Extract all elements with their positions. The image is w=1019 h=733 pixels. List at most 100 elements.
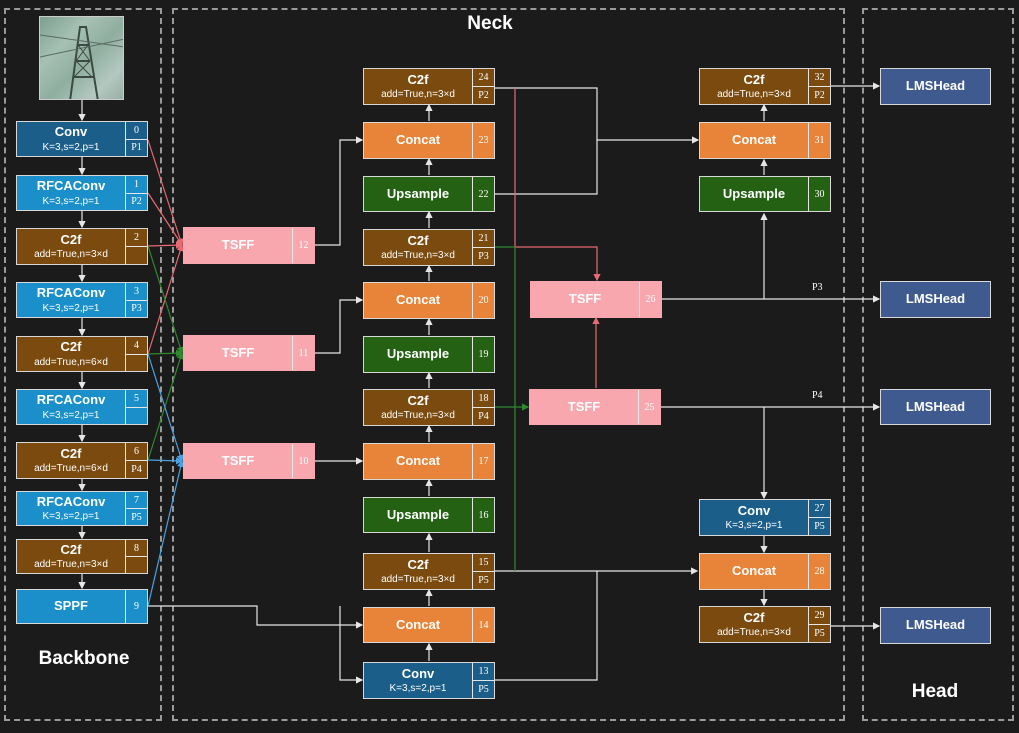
node-index: 28 xyxy=(814,566,825,577)
node-body: Upsample xyxy=(364,337,472,372)
node-title: C2f xyxy=(407,71,429,87)
node-title: Concat xyxy=(395,453,441,469)
p4-label: P4 xyxy=(812,390,823,401)
node-title: C2f xyxy=(743,609,765,625)
node-25-tsff: TSFF 25 xyxy=(529,389,661,425)
wire-12-23 xyxy=(315,136,364,246)
node-body: SPPF xyxy=(17,590,125,623)
node-index: 19 xyxy=(478,349,489,360)
node-title: Concat xyxy=(395,616,441,632)
node-title: RFCAConv xyxy=(36,392,106,408)
node-index-cell: 8 xyxy=(125,540,147,573)
node-index: 16 xyxy=(478,509,489,521)
node-index: 25 xyxy=(644,401,655,413)
wire-13-28 xyxy=(495,571,598,681)
node-title: Concat xyxy=(731,563,777,579)
node-level-tag: P5 xyxy=(473,571,494,589)
node-index: 7 xyxy=(134,494,139,506)
node-index: 23 xyxy=(478,135,489,146)
node-title: Upsample xyxy=(386,346,450,362)
wire-9-14 xyxy=(148,605,364,629)
node-index-cell: 9 xyxy=(125,590,147,623)
node-index: 2 xyxy=(134,232,139,243)
node-title: Upsample xyxy=(722,185,786,201)
node-title: RFCAConv xyxy=(36,285,106,301)
lmshead-block: LMSHead xyxy=(880,281,991,318)
lmshead-block: LMSHead xyxy=(880,389,991,425)
node-level-tag xyxy=(126,353,147,372)
node-index-cell: 16 xyxy=(472,498,494,532)
node-title: Upsample xyxy=(386,185,450,201)
node-index: 27 xyxy=(814,503,825,514)
node-index: 22 xyxy=(478,188,489,200)
node-index-cell: 28 xyxy=(808,554,830,589)
wire-blue-9-10 xyxy=(147,459,185,607)
node-title: Upsample xyxy=(386,506,450,522)
node-level-tag: P3 xyxy=(126,299,147,318)
node-body: Upsample xyxy=(700,177,808,211)
node-level-tag xyxy=(126,406,147,425)
node-index: 3 xyxy=(134,285,139,297)
node-title: Conv xyxy=(737,502,771,518)
node-title: TSFF xyxy=(567,398,601,414)
node-params: add=True,n=3×d xyxy=(34,249,108,261)
node-index: 29 xyxy=(814,610,825,621)
node-22-upsample: Upsample 22 xyxy=(363,176,495,212)
node-params: K=3,s=2,p=1 xyxy=(389,683,447,695)
node-index: 20 xyxy=(478,295,489,306)
node-index-cell: 22 xyxy=(472,177,494,211)
wire-blue-6-10 xyxy=(147,457,184,465)
node-body: LMSHead xyxy=(881,608,990,643)
node-params: K=3,s=2,p=1 xyxy=(42,511,100,523)
node-index: 11 xyxy=(298,347,309,359)
backbone-section xyxy=(4,8,162,721)
node-index: 17 xyxy=(478,456,489,467)
wire-24-31 xyxy=(495,87,700,144)
node-title: C2f xyxy=(407,556,429,572)
node-params: K=3,s=2,p=1 xyxy=(42,141,100,153)
neck-title: Neck xyxy=(467,13,513,34)
node-params: K=3,s=2,p=1 xyxy=(42,409,100,421)
node-body: LMSHead xyxy=(881,69,990,104)
node-index: 6 xyxy=(134,446,139,457)
node-index-cell: 5 xyxy=(125,390,147,424)
node-title: RFCAConv xyxy=(36,493,106,509)
node-index: 4 xyxy=(134,339,139,351)
backbone-title: Backbone xyxy=(38,648,130,669)
wire-11-20 xyxy=(315,296,364,354)
node-index: 31 xyxy=(814,135,825,146)
wire-green-4-11 xyxy=(147,349,184,357)
node-index: 0 xyxy=(134,124,139,136)
node-level-tag: P2 xyxy=(473,86,494,104)
node-body: TSFF xyxy=(184,228,292,263)
node-params: K=3,s=2,p=1 xyxy=(42,302,100,314)
lmshead-block: LMSHead xyxy=(880,607,991,644)
node-params: add=True,n=3×d xyxy=(717,89,791,101)
node-16-upsample: Upsample 16 xyxy=(363,497,495,533)
node-params: add=True,n=3×d xyxy=(381,250,455,262)
node-params: add=True,n=3×d xyxy=(381,574,455,586)
